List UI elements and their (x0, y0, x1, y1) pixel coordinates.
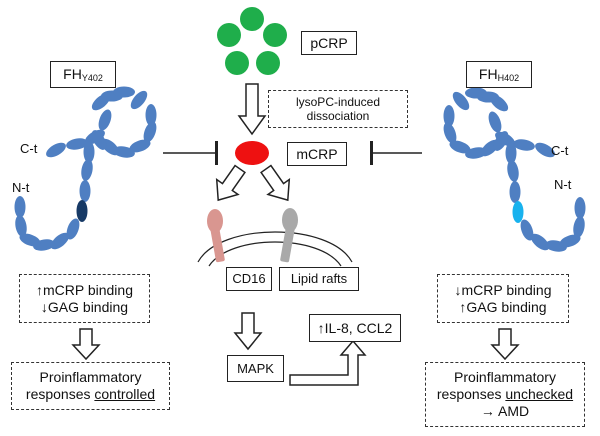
sushi-domain (505, 142, 517, 164)
sushi-domain (449, 140, 471, 154)
fh-y402-label: FHY402 (63, 66, 103, 84)
mcrp-to-lipid-rafts-arrow (260, 164, 291, 202)
fh-y402-binding-box: ↑mCRP binding ↓GAG binding (19, 274, 150, 323)
il8-ccl2-label: ↑IL-8, CCL2 (317, 319, 393, 336)
lipid-raft-receptor (280, 208, 298, 263)
sushi-domain (465, 147, 487, 159)
sushi-domain (520, 219, 534, 241)
right-outcome-arrow (490, 328, 520, 361)
sushi-domain (507, 160, 519, 182)
dissociation-arrow (237, 83, 267, 136)
il8-ccl2-label-box: ↑IL-8, CCL2 (309, 314, 401, 342)
dissociation-box: lysoPC-induced dissociation (268, 90, 408, 128)
pcrp-subunit (240, 7, 264, 31)
pcrp-label: pCRP (310, 34, 348, 51)
fh-y402-outcome-box: Proinflammatory responses controlled (11, 362, 170, 410)
fh-h402-n-terminus-label: N-t (554, 177, 572, 192)
pcrp-subunit (217, 23, 241, 47)
fh-y402-binding-gag: ↓GAG binding (40, 298, 129, 315)
left-outcome-arrow (71, 328, 101, 361)
sushi-domain (530, 233, 550, 251)
fh-y402-label-box: FHY402 (50, 61, 116, 88)
fh-y402-c-terminus-label: C-t (20, 141, 38, 156)
sushi-domain (574, 197, 586, 219)
fh-h402-outcome-line-3: → AMD (480, 402, 530, 419)
sushi-domain (559, 234, 581, 248)
fh-h402-c-terminus-label: C-t (551, 143, 569, 158)
sushi-domain (488, 111, 502, 133)
cell-membrane-outer (197, 231, 353, 263)
sushi-domain (509, 181, 521, 203)
polymorphic-scr7-domain (512, 201, 524, 223)
dissociation-line-2: dissociation (306, 109, 370, 123)
sushi-domain (46, 142, 66, 158)
sushi-domain (113, 146, 135, 158)
fh-h402-outcome-box: Proinflammatory responses unchecked → AM… (425, 362, 585, 427)
mcrp-to-cd16-arrow (215, 164, 246, 202)
fh-h402-binding-mcrp: ↓mCRP binding (454, 281, 552, 298)
sushi-domain (535, 142, 555, 158)
fh-h402-outcome-line-2: responses unchecked (436, 386, 574, 403)
sushi-domain (50, 232, 70, 250)
polymorphic-scr7-domain (76, 200, 88, 222)
pcrp-subunit (256, 51, 280, 75)
pcrp-pentamer (217, 7, 287, 75)
mcrp-monomer (235, 141, 269, 165)
cd16-label-box: CD16 (226, 267, 272, 291)
fh-h402-binding-box: ↓mCRP binding ↑GAG binding (437, 274, 569, 323)
sushi-domain (573, 216, 585, 238)
sushi-domain (19, 233, 41, 247)
lipid-rafts-label: Lipid rafts (290, 271, 348, 287)
sushi-domain (113, 86, 135, 98)
mcrp-label: mCRP (296, 145, 338, 162)
fh-y402-binding-mcrp: ↑mCRP binding (35, 281, 133, 298)
mapk-to-il8-arrow (289, 339, 367, 386)
fh-h402-binding-gag: ↑GAG binding (459, 298, 547, 315)
fh-y402-outcome-line-1: Proinflammatory (39, 369, 142, 386)
sushi-domain (81, 159, 93, 181)
fh-h402-molecule (443, 87, 586, 252)
sushi-domain (143, 121, 157, 143)
fh-h402-label: FHH402 (478, 66, 520, 84)
fh-y402-n-terminus-label: N-t (12, 180, 30, 195)
dissociation-line-1: lysoPC-induced (295, 94, 381, 109)
sushi-domain (443, 105, 455, 127)
sushi-domain (98, 109, 112, 131)
sushi-domain (443, 122, 457, 144)
mapk-label: MAPK (237, 360, 274, 376)
fh-y402-outcome-line-2: responses controlled (25, 386, 156, 402)
receptor-to-mapk-arrow (233, 312, 263, 351)
sushi-domain (66, 218, 80, 240)
sushi-domain (66, 138, 88, 150)
sushi-domain (465, 87, 487, 99)
sushi-domain (493, 131, 509, 151)
fh-y402-molecule (14, 86, 157, 251)
sushi-domain (83, 141, 95, 163)
sushi-domain (130, 90, 148, 110)
lipid-rafts-label-box: Lipid rafts (279, 267, 359, 291)
sushi-domain (145, 104, 157, 126)
sushi-domain (129, 139, 151, 153)
pcrp-subunit (225, 51, 249, 75)
fh-h402-label-box: FHH402 (466, 61, 532, 88)
cell-membrane-inner (208, 241, 342, 267)
sushi-domain (513, 139, 535, 151)
sushi-domain (79, 180, 91, 202)
fh-h402-outcome-line-1: Proinflammatory (454, 369, 556, 386)
pcrp-subunit (263, 23, 287, 47)
sushi-domain (91, 130, 107, 150)
cd16-receptor (207, 209, 225, 263)
sushi-domain (452, 91, 470, 111)
pcrp-label-box: pCRP (301, 31, 357, 55)
sushi-domain (15, 215, 27, 237)
sushi-domain (14, 196, 26, 218)
mapk-label-box: MAPK (227, 355, 284, 382)
mcrp-label-box: mCRP (287, 142, 347, 166)
cd16-label: CD16 (232, 271, 266, 287)
